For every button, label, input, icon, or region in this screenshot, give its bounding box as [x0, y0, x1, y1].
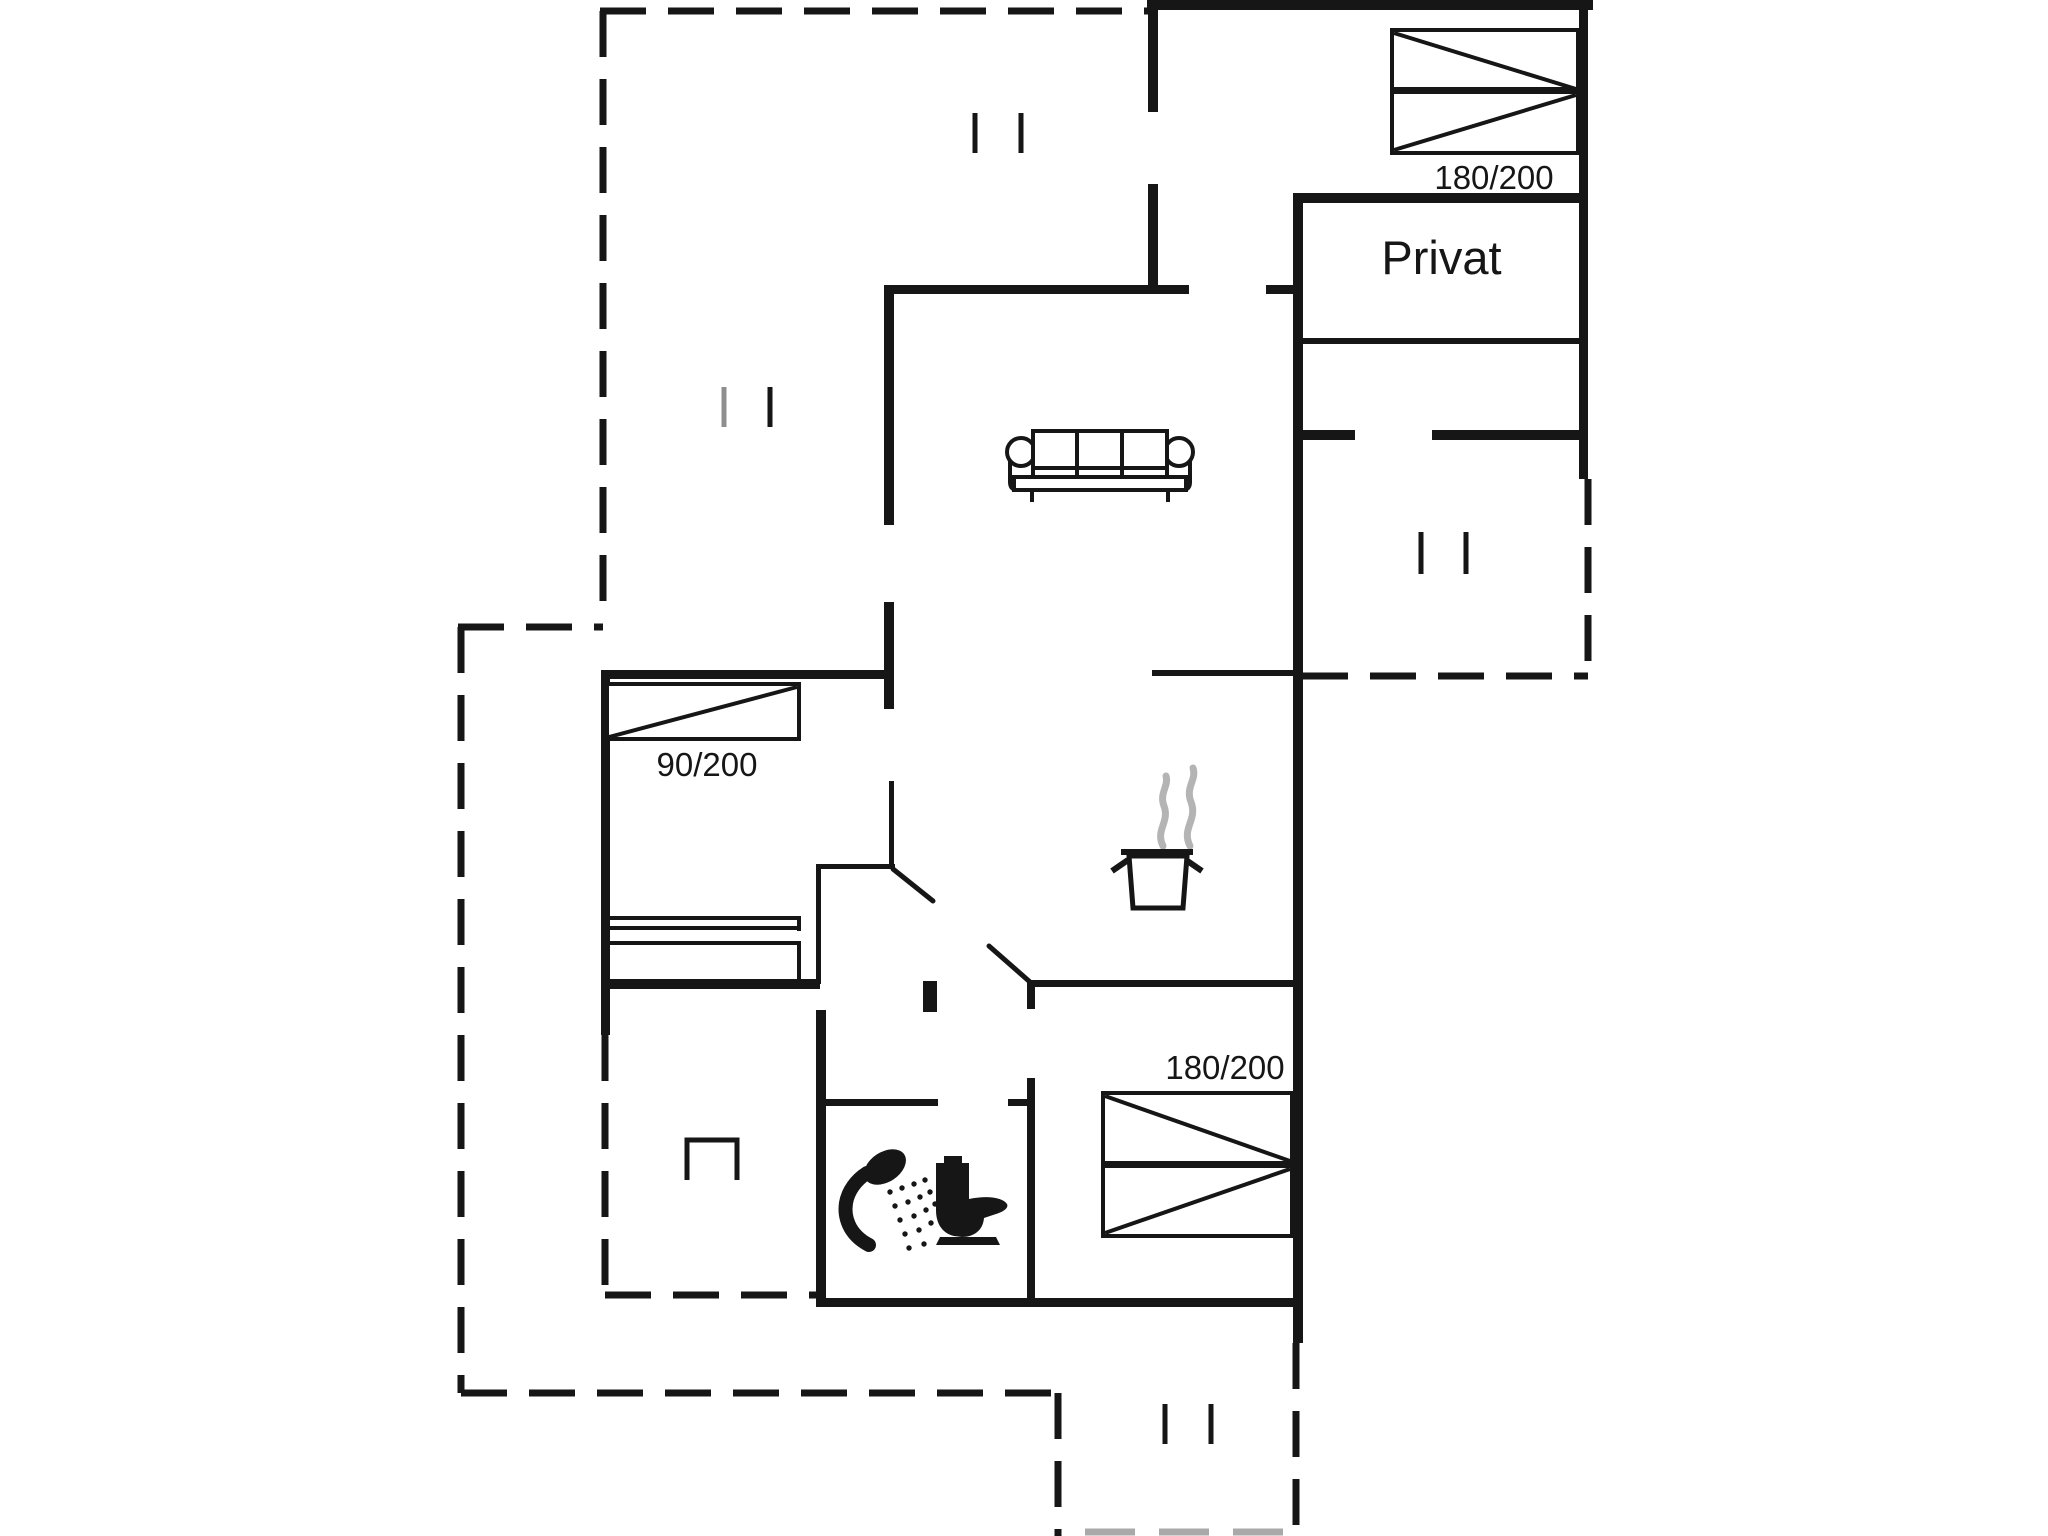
steam-icon [1157, 764, 1198, 850]
window-marker-icon [721, 113, 1469, 1444]
bed-size-label-top-right: 180/200 [1434, 159, 1554, 196]
stove-icon [684, 1137, 740, 1180]
bed-size-label-bottom: 180/200 [1165, 1049, 1285, 1086]
double-bed-icon-top-right [1390, 28, 1580, 155]
bed-size-label-left: 90/200 [656, 746, 758, 783]
double-bed-icon-bottom [1101, 1091, 1294, 1238]
cooking-pot-icon [1110, 849, 1204, 911]
single-bed-icon [605, 682, 801, 741]
private-room-label: Privat [1381, 231, 1502, 284]
door-swing-icon [890, 866, 1033, 985]
shower-icon [838, 1149, 938, 1252]
interior-walls [816, 338, 1588, 1300]
wardrobe-icon [602, 916, 801, 983]
exterior-walls [601, 0, 1593, 1343]
terrace-dashed-outline [457, 7, 1592, 1536]
sofa-icon [1005, 429, 1195, 502]
toilet-icon [936, 1156, 1008, 1245]
